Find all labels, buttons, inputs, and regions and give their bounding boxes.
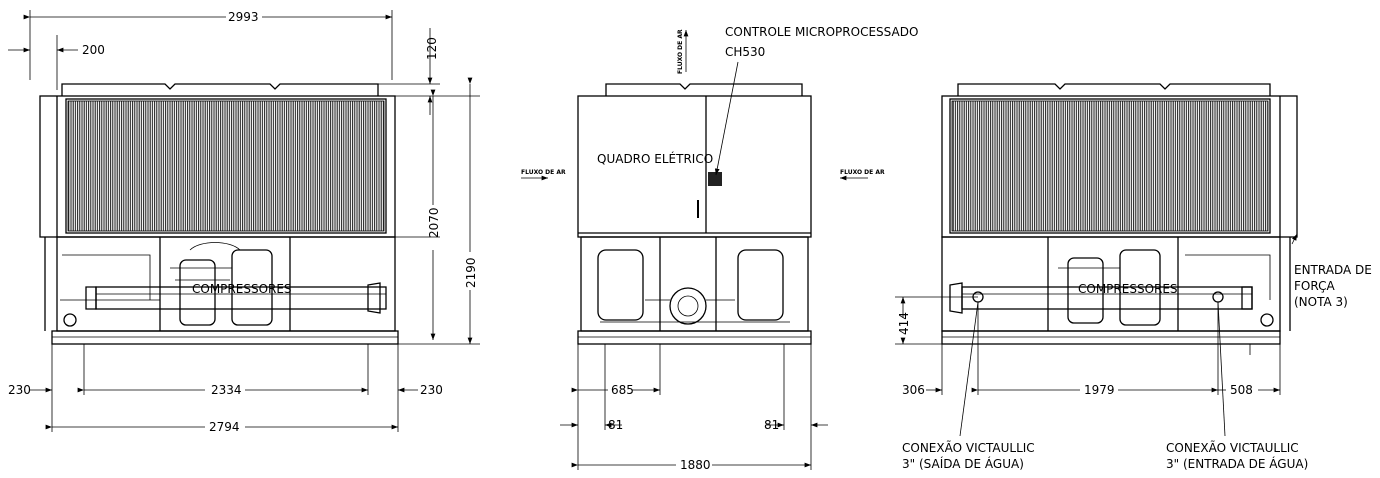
dim-2190: 2190 [464,257,478,288]
dim-1880: 1880 [680,458,711,472]
rear-compressors-label: COMPRESSORES [1078,282,1178,296]
conn-in-line1: CONEXÃO VICTAULLIC [1166,440,1299,455]
dim-120: 120 [425,37,439,60]
airflow-label-left: FLUXO DE AR [521,169,566,176]
conn-out-line2: 3" (SAÍDA DE ÁGUA) [902,456,1024,471]
dim-230-left: 230 [8,383,31,397]
dim-2334: 2334 [211,383,242,397]
side-view: QUADRO ELÉTRICO CONTROLE MICROPROCESSADO… [521,25,918,472]
rear-view: COMPRESSORES ENTRADA DE FORÇA (NOTA 3) 4… [895,83,1372,471]
dim-81-left: 81 [608,418,623,432]
front-view: COMPRESSORES 2993 200 120 2070 2190 230 … [8,10,480,434]
dim-200: 200 [82,43,105,57]
dim-2070: 2070 [427,207,441,238]
power-entry-line2: FORÇA [1294,279,1335,293]
dim-685: 685 [611,383,634,397]
controller-label-line2: CH530 [725,45,765,59]
dim-2993: 2993 [228,10,259,24]
front-compressors-label: COMPRESSORES [192,282,292,296]
conn-out-line1: CONEXÃO VICTAULLIC [902,440,1035,455]
dim-230-right: 230 [420,383,443,397]
power-entry-line3: (NOTA 3) [1294,295,1348,309]
conn-in-line2: 3" (ENTRADA DE ÁGUA) [1166,456,1308,471]
airflow-label-right: FLUXO DE AR [840,169,885,176]
controller-label-line1: CONTROLE MICROPROCESSADO [725,25,918,39]
dim-2794: 2794 [209,420,240,434]
electrical-panel-label: QUADRO ELÉTRICO [597,151,713,166]
airflow-label-top: FLUXO DE AR [677,29,684,74]
dim-81-right: 81 [764,418,779,432]
dim-1979: 1979 [1084,383,1115,397]
dim-414: 414 [897,312,911,335]
power-entry-line1: ENTRADA DE [1294,263,1372,277]
dim-508: 508 [1230,383,1253,397]
dim-306: 306 [902,383,925,397]
